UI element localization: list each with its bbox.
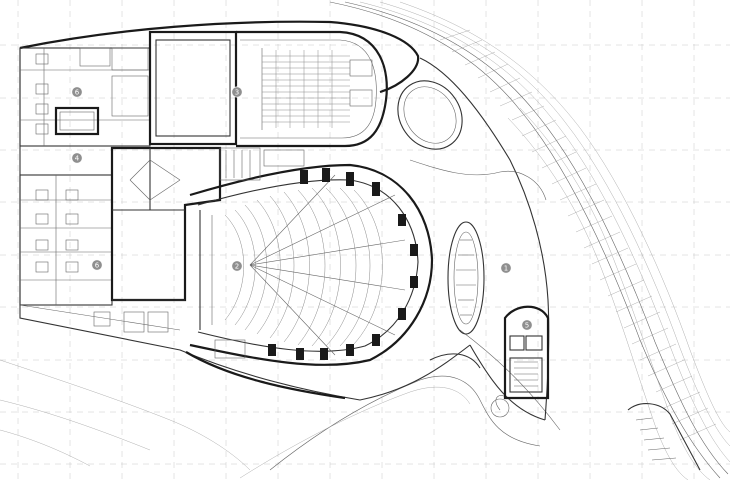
zone-markers: 1 2 3 4 5 6 6 bbox=[71, 86, 533, 331]
core-block bbox=[503, 305, 550, 400]
zone-marker-circle bbox=[71, 86, 83, 98]
zone-marker-label: 1 bbox=[504, 264, 508, 272]
lower-landscape bbox=[0, 329, 561, 479]
zone-marker-circle bbox=[521, 319, 533, 331]
zone-marker-zone-2: 2 bbox=[231, 260, 243, 272]
zone-marker-label: 3 bbox=[235, 88, 239, 96]
zone-marker-label: 5 bbox=[525, 321, 529, 329]
zone-marker-circle bbox=[500, 262, 512, 274]
zone-marker-circle bbox=[231, 86, 243, 98]
zone-marker-zone-1: 1 bbox=[500, 262, 512, 274]
upper-theatre bbox=[148, 30, 388, 148]
zone-marker-zone-4: 4 bbox=[71, 152, 83, 164]
zone-marker-label: 2 bbox=[235, 262, 239, 270]
zone-marker-label: 6 bbox=[75, 88, 80, 96]
main-stage-block bbox=[110, 146, 222, 302]
main-hall bbox=[189, 147, 434, 366]
zone-marker-circle bbox=[71, 152, 83, 164]
landscape-curves bbox=[329, 1, 730, 480]
zone-marker-zone-6a: 6 bbox=[71, 86, 83, 98]
foyer bbox=[397, 80, 511, 418]
zone-marker-zone-3: 3 bbox=[231, 86, 243, 98]
zone-marker-label: 6 bbox=[95, 261, 100, 269]
zone-marker-zone-6b: 6 bbox=[91, 259, 103, 271]
zone-marker-zone-5: 5 bbox=[521, 319, 533, 331]
zone-marker-circle bbox=[231, 260, 243, 272]
zone-marker-label: 4 bbox=[75, 154, 80, 162]
zone-marker-circle bbox=[91, 259, 103, 271]
building-outline bbox=[19, 20, 550, 421]
